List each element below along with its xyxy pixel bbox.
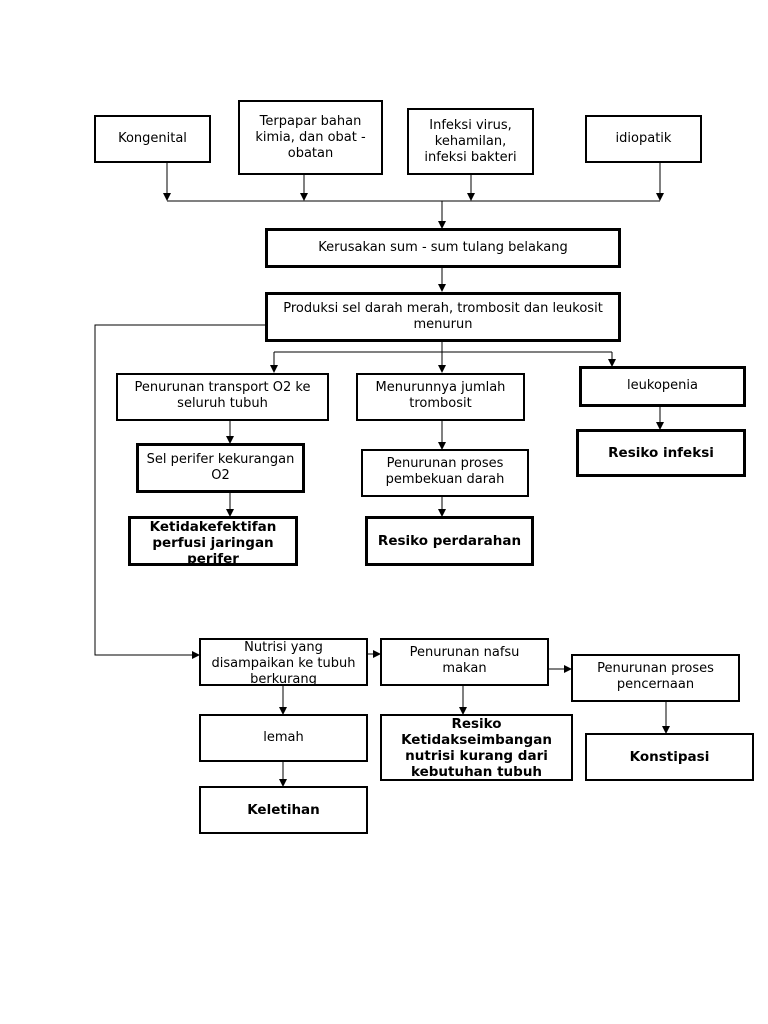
- node-lemah: lemah: [199, 714, 368, 762]
- node-resiko-perdarahan: Resiko perdarahan: [365, 516, 534, 566]
- node-penurunan-pembekuan: Penurunan proses pembekuan darah: [361, 449, 529, 497]
- node-ketidakefektifan: Ketidakefektifan perfusi jaringan perife…: [128, 516, 298, 567]
- node-sel-perifer: Sel perifer kekurangan O2: [136, 443, 305, 493]
- node-konstipasi: Konstipasi: [585, 733, 754, 781]
- node-penurunan-transport: Penurunan transport O2 ke seluruh tubuh: [116, 373, 329, 421]
- node-idiopatik: idiopatik: [585, 115, 702, 163]
- node-kerusakan: Kerusakan sum - sum tulang belakang: [265, 228, 621, 268]
- node-resiko-infeksi: Resiko infeksi: [576, 429, 746, 477]
- node-produksi: Produksi sel darah merah, trombosit dan …: [265, 292, 621, 342]
- node-leukopenia: leukopenia: [579, 366, 746, 407]
- node-kongenital: Kongenital: [94, 115, 211, 163]
- node-resiko-nutrisi: Resiko Ketidakseimbangan nutrisi kurang …: [380, 714, 573, 781]
- node-menurunnya-trombosit: Menurunnya jumlah trombosit: [356, 373, 525, 421]
- node-infeksi: Infeksi virus, kehamilan, infeksi bakter…: [407, 108, 534, 175]
- arrow-to-nutrisi: [94, 324, 265, 659]
- node-nafsu-makan: Penurunan nafsu makan: [380, 638, 549, 686]
- node-nutrisi: Nutrisi yang disampaikan ke tubuh berkur…: [199, 638, 368, 687]
- node-pencernaan: Penurunan proses pencernaan: [571, 654, 740, 702]
- node-keletihan: Keletihan: [199, 786, 368, 834]
- node-terpapar: Terpapar bahan kimia, dan obat - obatan: [238, 100, 383, 175]
